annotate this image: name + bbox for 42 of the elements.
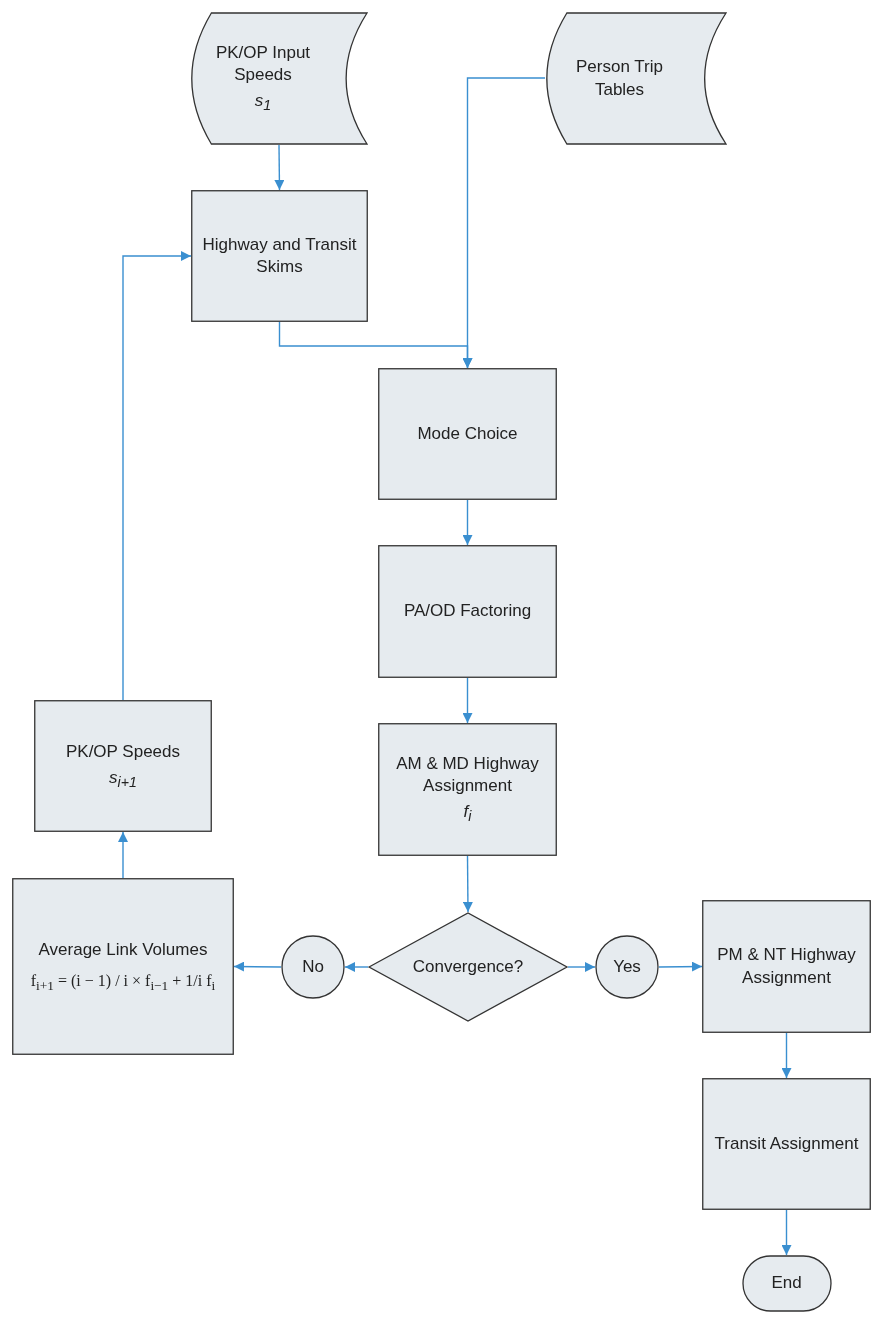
node-label: Highway and Transit Skims xyxy=(201,233,358,278)
connector-circle xyxy=(281,935,345,999)
arrow xyxy=(344,962,369,972)
node-label: No xyxy=(301,955,325,978)
arrow xyxy=(462,77,546,369)
arrow xyxy=(233,961,282,972)
node-label: Mode Choice xyxy=(416,422,519,445)
arrow xyxy=(567,962,596,972)
process-box xyxy=(378,368,557,500)
process-box xyxy=(12,878,234,1055)
node-label: PA/OD Factoring xyxy=(402,600,533,623)
arrow xyxy=(462,677,473,724)
arrow xyxy=(122,251,192,701)
node-label: Transit Assignment xyxy=(713,1132,860,1155)
node-label: Convergence? xyxy=(411,955,525,978)
arrow xyxy=(118,831,128,879)
variable-label: f$_{i}$ xyxy=(462,801,473,826)
process-box xyxy=(191,190,368,322)
node-label: PK/OP Speeds xyxy=(64,740,181,763)
arrow xyxy=(781,1209,792,1256)
formula: f$_{i+1}$ = (i − 1) / i × f$_{i−1}$ + 1/i f$_{i}$ xyxy=(29,970,217,995)
arrow xyxy=(781,1032,792,1079)
process-box xyxy=(34,700,212,832)
process-box xyxy=(378,723,557,856)
connector-circle xyxy=(595,935,659,999)
variable-label: s$_{i+1}$ xyxy=(108,766,138,792)
node-label: Average Link Volumes xyxy=(37,938,209,961)
arrow xyxy=(658,961,703,972)
node-label: PM & NT Highway Assignment xyxy=(716,944,857,989)
variable-label: s$_{1}$ xyxy=(253,90,273,115)
data-input-shape xyxy=(190,12,368,145)
arrow xyxy=(274,144,285,191)
node-label: End xyxy=(770,1272,803,1295)
arrow xyxy=(462,499,473,546)
process-box xyxy=(378,545,557,678)
process-box xyxy=(702,900,871,1033)
process-box xyxy=(702,1078,871,1210)
data-input-shape xyxy=(545,12,727,145)
decision-diamond xyxy=(368,912,568,1022)
arrow xyxy=(462,855,473,913)
node-label: Yes xyxy=(612,955,642,978)
node-label: Person Trip Tables xyxy=(575,56,664,101)
